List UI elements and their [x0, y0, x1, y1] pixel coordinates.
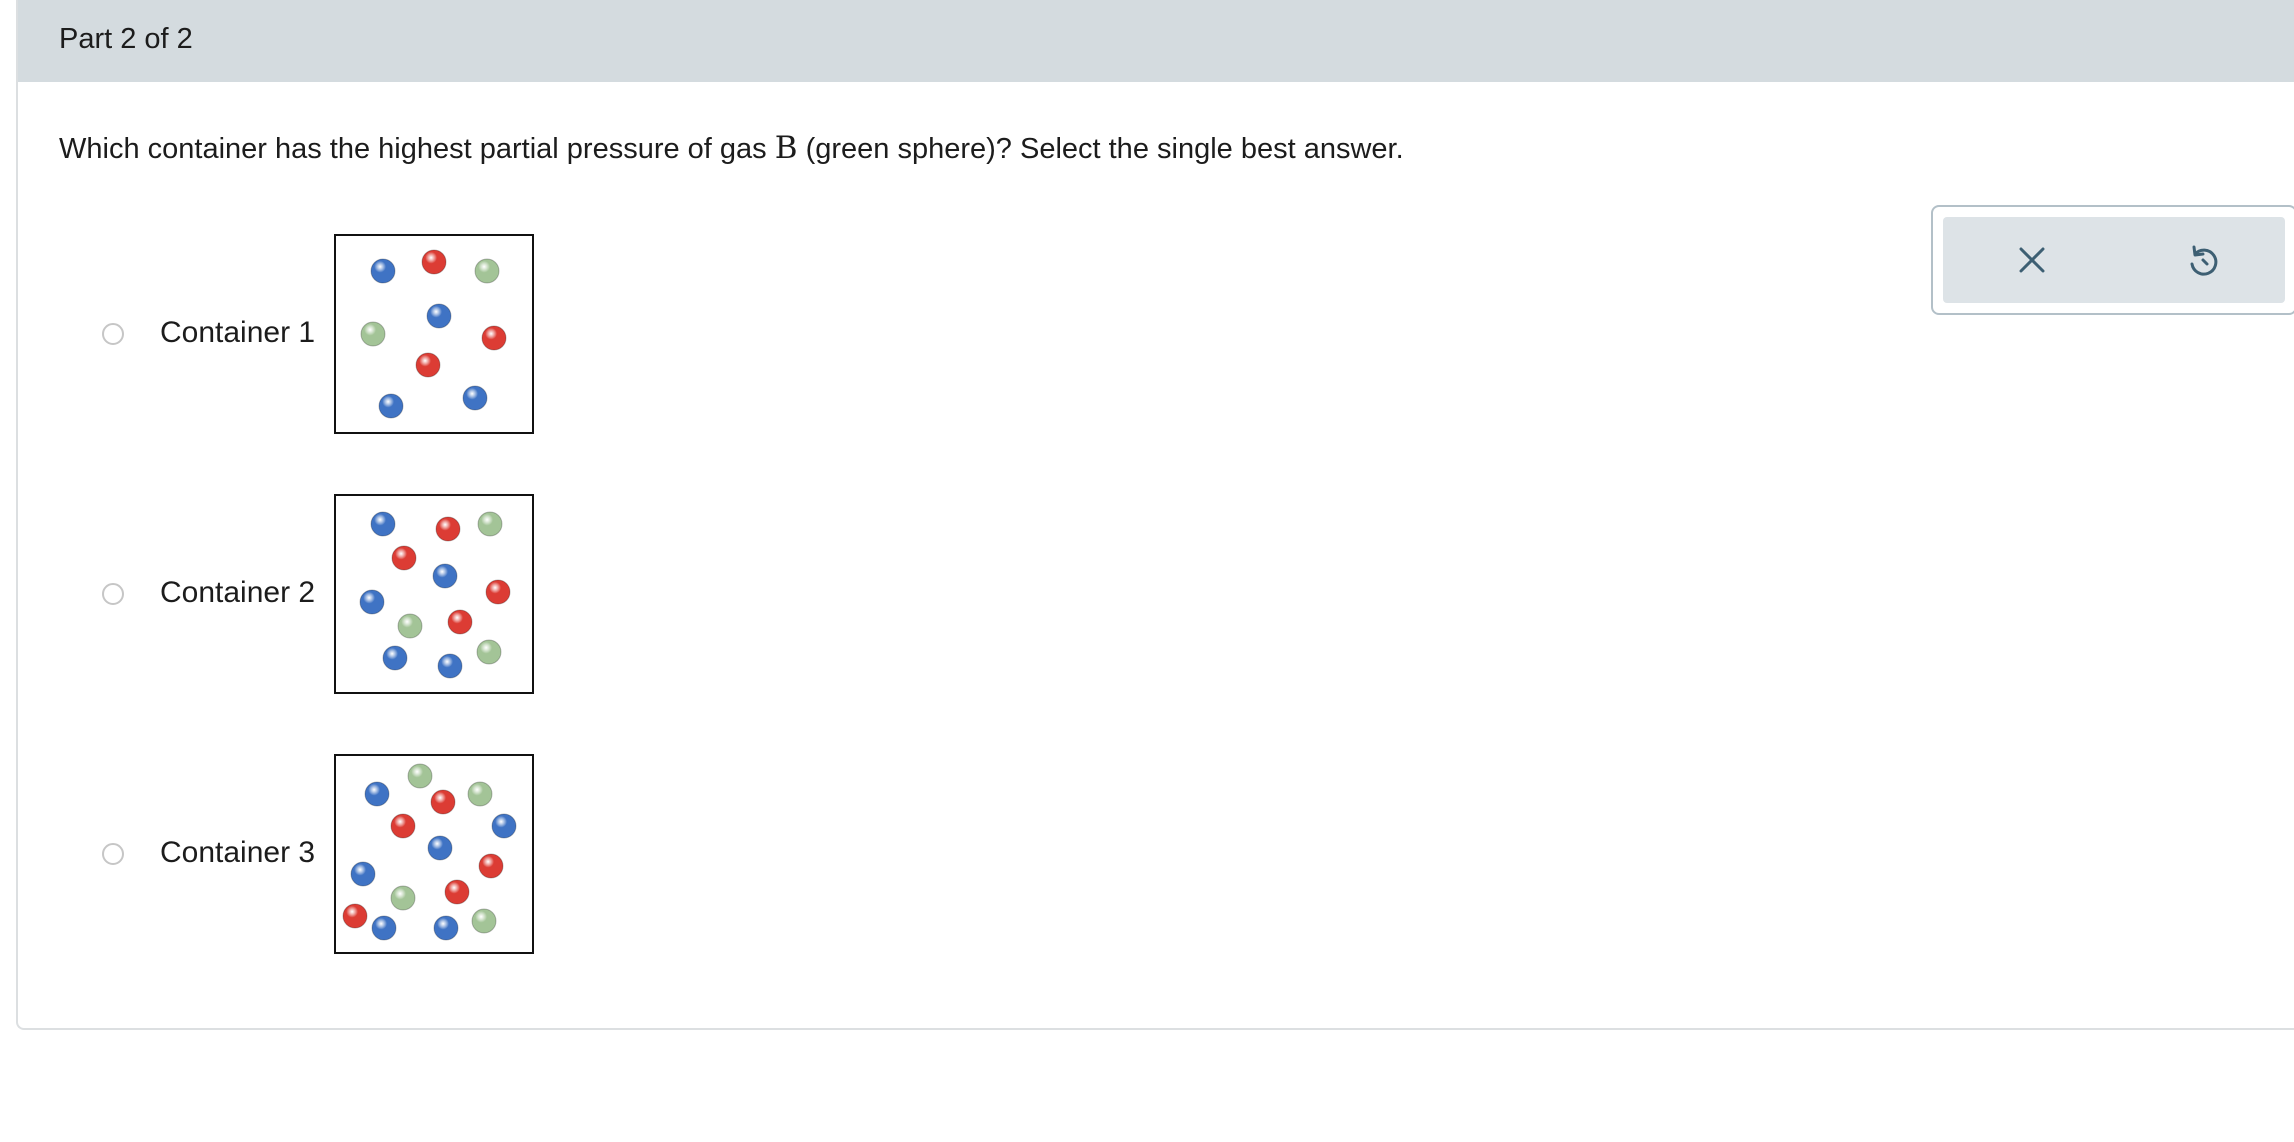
blue-sphere [370, 258, 396, 284]
blue-sphere [491, 813, 517, 839]
green-sphere [360, 321, 386, 347]
radio-container-3[interactable] [102, 843, 124, 865]
red-sphere [485, 579, 511, 605]
red-sphere [430, 789, 456, 815]
blue-sphere [437, 653, 463, 679]
green-sphere [467, 781, 493, 807]
red-sphere [481, 325, 507, 351]
blue-sphere [371, 915, 397, 941]
container-2-spheres [359, 511, 511, 679]
option-container-3[interactable]: Container 3 [86, 754, 546, 954]
green-sphere [477, 511, 503, 537]
undo-icon [2190, 245, 2218, 276]
blue-sphere [432, 563, 458, 589]
question-suffix: (green sphere)? Select the single best a… [797, 133, 1404, 165]
container-3-diagram [334, 754, 534, 954]
close-icon [2019, 247, 2045, 273]
green-sphere [474, 258, 500, 284]
green-sphere [407, 763, 433, 789]
answer-tools-bar [1943, 217, 2285, 303]
option-label-container-2[interactable]: Container 2 [160, 576, 316, 609]
blue-sphere [426, 303, 452, 329]
option-label-container-3[interactable]: Container 3 [160, 836, 316, 869]
question-variable: B [774, 130, 798, 166]
green-sphere [476, 639, 502, 665]
red-sphere [391, 545, 417, 571]
blue-sphere [433, 915, 459, 941]
blue-sphere [359, 589, 385, 615]
container-1-spheres [360, 249, 507, 419]
blue-sphere [462, 385, 488, 411]
container-2-diagram [334, 494, 534, 694]
blue-sphere [382, 645, 408, 671]
container-1-diagram [334, 234, 534, 434]
radio-container-2[interactable] [102, 583, 124, 605]
green-sphere [397, 613, 423, 639]
green-sphere [471, 908, 497, 934]
red-sphere [435, 516, 461, 542]
container-3-spheres [342, 763, 517, 941]
blue-sphere [378, 393, 404, 419]
part-label: Part 2 of 2 [59, 23, 193, 55]
card-header: Part 2 of 2 [18, 0, 2294, 82]
option-label-container-1[interactable]: Container 1 [160, 316, 316, 349]
green-sphere [390, 885, 416, 911]
red-sphere [421, 249, 447, 275]
red-sphere [390, 813, 416, 839]
blue-sphere [427, 835, 453, 861]
red-sphere [478, 853, 504, 879]
clear-answer-button[interactable] [2007, 235, 2057, 285]
blue-sphere [370, 511, 396, 537]
red-sphere [444, 879, 470, 905]
undo-button[interactable] [2178, 235, 2228, 285]
red-sphere [415, 352, 441, 378]
answer-tools-panel [1931, 205, 2294, 315]
red-sphere [447, 609, 473, 635]
question-prefix: Which container has the highest partial … [59, 133, 775, 165]
question-text: Which container has the highest partial … [59, 130, 1404, 166]
radio-container-1[interactable] [102, 323, 124, 345]
blue-sphere [364, 781, 390, 807]
blue-sphere [350, 861, 376, 887]
option-container-1[interactable]: Container 1 [86, 234, 546, 434]
question-card: Part 2 of 2 Which container has the high… [16, 0, 2294, 1030]
option-container-2[interactable]: Container 2 [86, 494, 546, 694]
red-sphere [342, 903, 368, 929]
